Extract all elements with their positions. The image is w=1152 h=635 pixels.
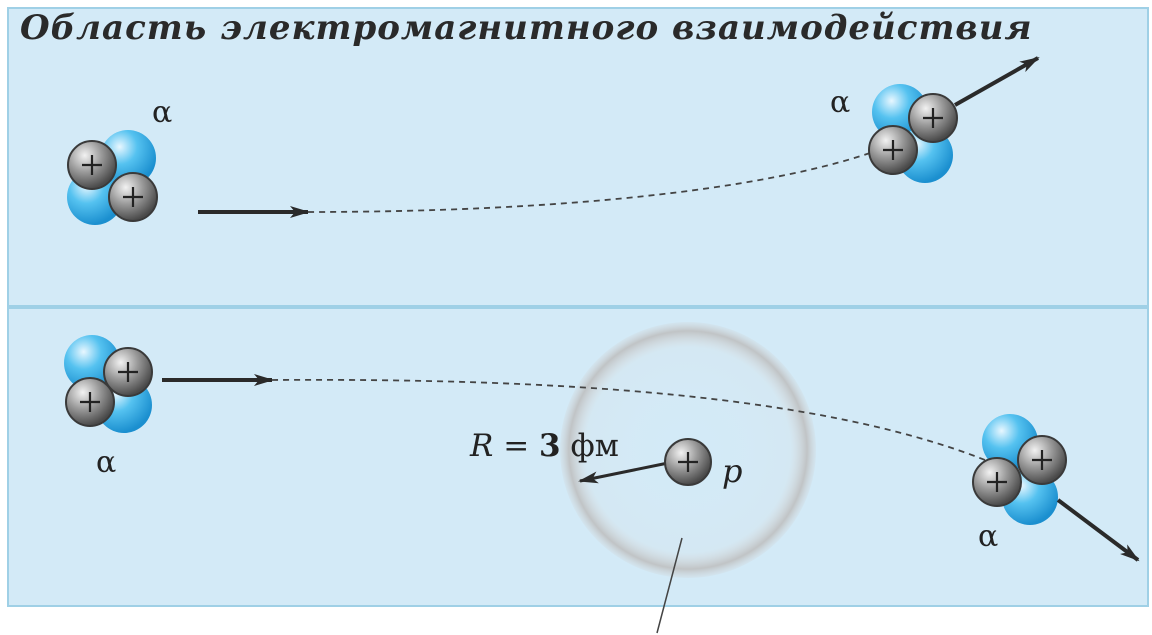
radius-arrow xyxy=(578,461,669,484)
top-outgoing-alpha-label: α xyxy=(830,85,851,120)
bottom-outgoing-alpha-label: α xyxy=(978,519,999,554)
proton xyxy=(868,125,918,175)
bottom-incoming-alpha-label: α xyxy=(96,445,117,480)
region-pointer-line xyxy=(656,537,683,634)
radius-variable: R xyxy=(470,428,494,464)
proton-label: p xyxy=(722,452,743,490)
top-trajectory xyxy=(307,152,871,213)
proton xyxy=(972,457,1022,507)
bottom-trajectory xyxy=(271,378,986,461)
top-incoming-alpha-label: α xyxy=(152,95,173,130)
top-outgoing-alpha-particle xyxy=(868,84,958,183)
radius-unit: фм xyxy=(560,428,619,464)
radius-value: 3 xyxy=(539,428,561,464)
proton xyxy=(908,93,958,143)
proton xyxy=(103,347,153,397)
proton xyxy=(67,140,117,190)
bottom-outgoing-velocity-arrow xyxy=(1056,498,1140,562)
proton xyxy=(1017,435,1067,485)
target-proton xyxy=(664,438,712,486)
bottom-incoming-alpha-particle xyxy=(64,335,153,433)
proton xyxy=(108,172,158,222)
top-panel xyxy=(7,7,1149,307)
radius-label: R = 3 фм xyxy=(470,428,619,464)
panel-title: Область электромагнитного взаимодействия xyxy=(20,8,1033,48)
top-incoming-alpha-particle xyxy=(67,130,158,225)
top-outgoing-velocity-arrow xyxy=(954,56,1040,107)
bottom-outgoing-alpha-particle xyxy=(972,414,1067,525)
radius-equals: = xyxy=(493,428,540,464)
proton xyxy=(65,377,115,427)
